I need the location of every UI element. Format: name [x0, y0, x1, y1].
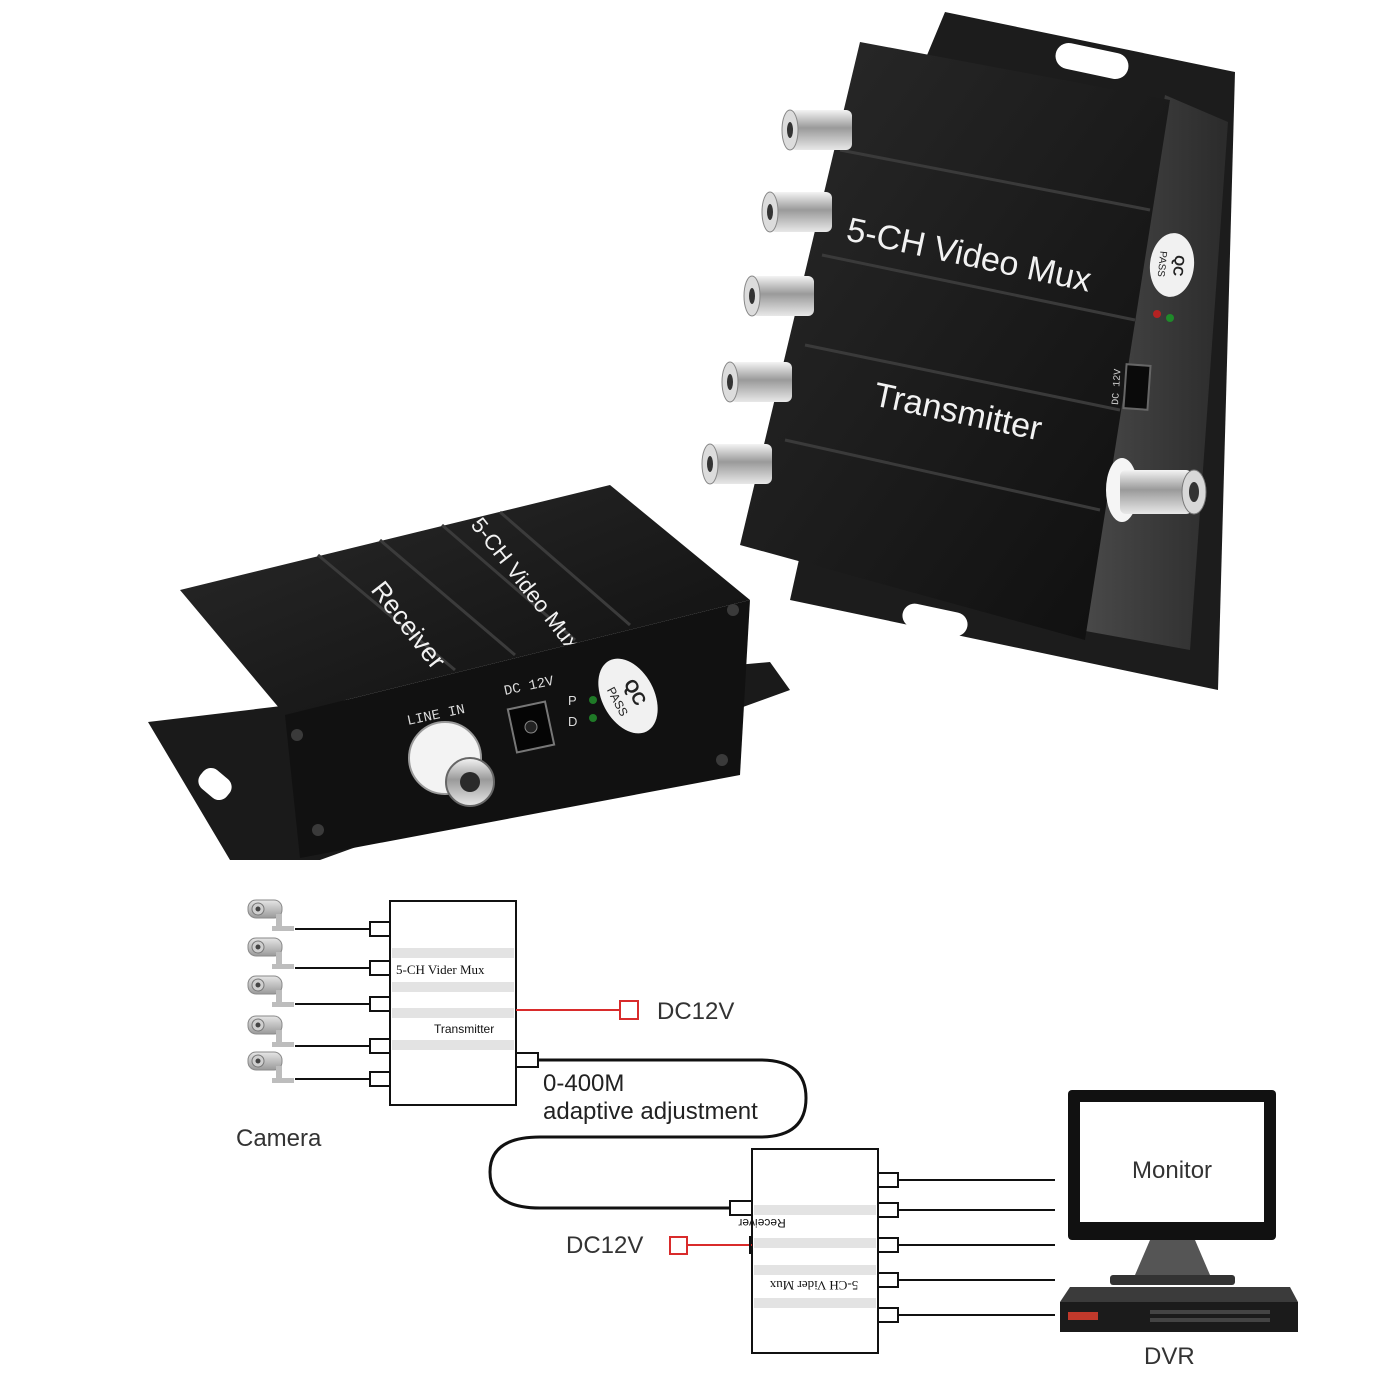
tx-power-connector [619, 1000, 639, 1020]
transmitter-led-red [1153, 310, 1161, 318]
receiver-line-in-bnc [408, 721, 495, 807]
camera-icon [247, 937, 294, 969]
camera-icon [247, 1051, 294, 1083]
monitor-icon [1068, 1090, 1276, 1285]
receiver-output-ports [877, 1172, 899, 1323]
diagram-receiver-line1: Receiver [738, 1216, 785, 1230]
transmitter-power-label: DC 12V [1111, 369, 1124, 406]
diagram-transmitter-box: 5-CH Vider Mux Transmitter [389, 900, 517, 1106]
rx-power-label: DC12V [566, 1232, 643, 1259]
diagram-receiver-line2: 5-CH Vider Mux [769, 1278, 858, 1293]
receiver-led-d [589, 714, 597, 722]
transmitter-led-green [1166, 314, 1174, 322]
transmitter-output-bnc [1106, 458, 1207, 522]
receiver-top-face [180, 485, 750, 715]
receiver-led-p [589, 696, 597, 704]
cable-label-line1: 0-400M [543, 1070, 624, 1097]
receiver-led-label-p: P [568, 693, 577, 708]
camera-icon [247, 899, 294, 931]
connection-diagram: Camera 5-CH Vider Mux Transmitter [236, 899, 1298, 1370]
receiver-output-wires [898, 1179, 1055, 1316]
diagram-transmitter-line2: Transmitter [434, 1022, 494, 1036]
diagram-transmitter-line1: 5-CH Vider Mux [396, 962, 485, 977]
camera-icon [247, 1015, 294, 1047]
receiver-device: Receiver 5-CH Video Mux LINE IN DC 12V P… [148, 485, 790, 860]
transmitter-top-face [740, 42, 1170, 640]
receiver-qc-badge: QC PASS [598, 658, 658, 734]
svg-text:QC: QC [1170, 254, 1188, 277]
dvr-icon [1060, 1287, 1298, 1332]
receiver-flange-slot [198, 767, 232, 801]
svg-text:PASS: PASS [1155, 250, 1169, 277]
transmitter-plate-slot-top [1055, 43, 1129, 79]
transmitter-input-ports [369, 921, 391, 1087]
cable-label-line2: adaptive adjustment [543, 1098, 758, 1125]
transmitter-dc-jack [1122, 363, 1152, 411]
transmitter-ridges [784, 148, 1151, 512]
monitor-label: Monitor [1132, 1157, 1212, 1184]
receiver-ridges [317, 510, 631, 672]
transmitter-device: 5-CH Video Mux Transmitter QC PASS DC 12… [701, 12, 1235, 690]
tx-output-port [515, 1052, 539, 1068]
rx-input-port [729, 1200, 753, 1216]
camera-wires [295, 928, 370, 1080]
diagram-receiver-box: Receiver 5-CH Vider Mux [738, 1148, 879, 1354]
coax-cable [488, 1058, 808, 1210]
transmitter-input-bncs [701, 109, 852, 485]
dvr-label: DVR [1144, 1343, 1195, 1370]
rx-power-connector [669, 1236, 688, 1255]
camera-group [247, 899, 294, 1083]
tx-power-label: DC12V [657, 998, 734, 1025]
transmitter-qc-badge: QC PASS [1149, 233, 1195, 297]
camera-icon [247, 975, 294, 1007]
camera-label: Camera [236, 1125, 322, 1152]
receiver-led-label-d: D [568, 714, 577, 729]
transmitter-plate-slot-bottom [902, 603, 968, 637]
